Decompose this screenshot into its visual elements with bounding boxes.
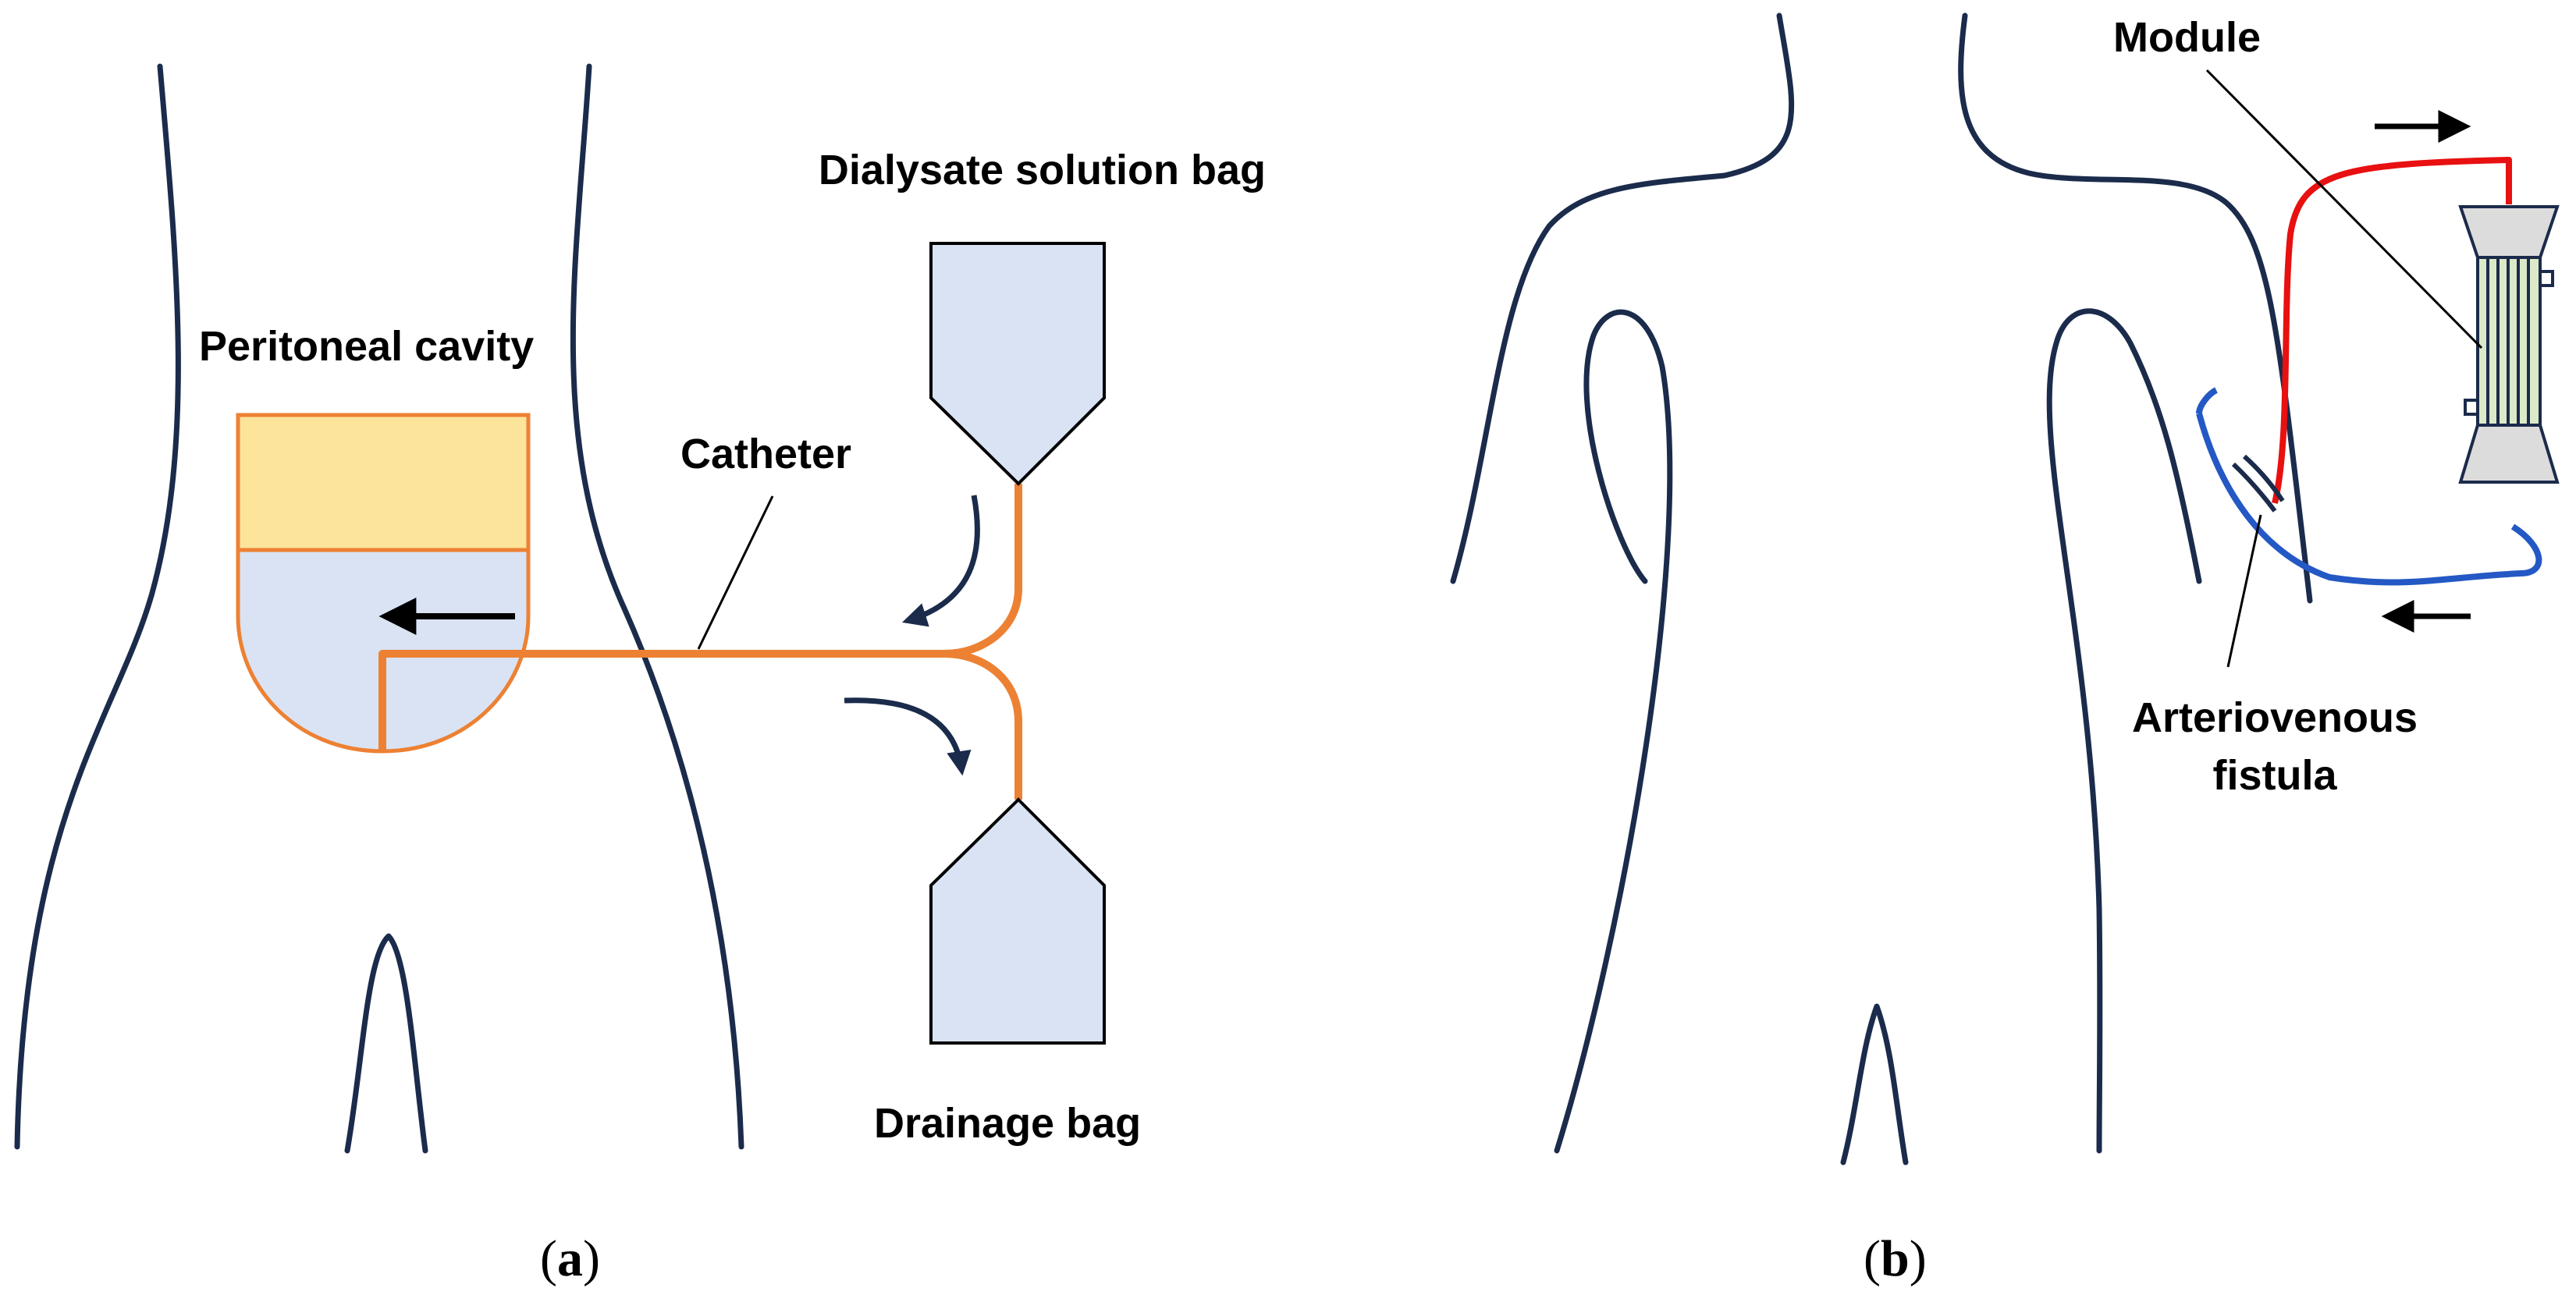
torso-right-side bbox=[570, 63, 744, 1150]
label-fistula-line1: Arteriovenous bbox=[2132, 694, 2418, 741]
neck-left bbox=[1450, 12, 1795, 584]
torso-outline-b bbox=[1450, 12, 2313, 1165]
catheter-leader-line bbox=[697, 495, 774, 650]
label-module: Module bbox=[2113, 14, 2261, 61]
catheter-tube bbox=[378, 484, 1022, 800]
fistula-leader-line bbox=[2226, 514, 2262, 668]
label-dialysate-solution-bag: Dialysate solution bag bbox=[819, 147, 1266, 193]
neck-right bbox=[1958, 12, 2313, 604]
arterial-line bbox=[2272, 157, 2512, 504]
dialysate-layer bbox=[236, 413, 531, 552]
torso-left-side bbox=[14, 63, 181, 1150]
panel-b: Module Arteriovenous fistula (b) bbox=[1450, 12, 2560, 1287]
torso-outline-a bbox=[14, 63, 744, 1154]
module-port-top bbox=[2539, 270, 2554, 287]
right-arm-inner bbox=[2046, 308, 2202, 1154]
module-bottom-cap bbox=[2458, 424, 2560, 484]
label-drainage-bag: Drainage bag bbox=[874, 1100, 1141, 1147]
leg-gap bbox=[344, 933, 428, 1154]
dialysate-solution-bag bbox=[929, 242, 1106, 486]
label-peritoneal-cavity: Peritoneal cavity bbox=[199, 323, 534, 370]
caption-b: (b) bbox=[1864, 1230, 1927, 1287]
left-arm-inner bbox=[1554, 309, 1673, 1154]
module-port-bottom bbox=[2464, 399, 2479, 416]
panel-a: Dialysate solution bag Peritoneal cavity… bbox=[14, 63, 1266, 1287]
arteriovenous-fistula-connector bbox=[2231, 454, 2285, 513]
venous-line-return bbox=[2196, 387, 2219, 414]
fill-flow-arrow bbox=[901, 495, 980, 627]
venous-line bbox=[2196, 412, 2542, 586]
module-leader-line bbox=[2205, 69, 2483, 349]
label-fistula-line2: fistula bbox=[2212, 752, 2337, 799]
dialyzer-module bbox=[2458, 205, 2560, 484]
caption-a: (a) bbox=[540, 1230, 600, 1287]
leg-gap-b bbox=[1840, 1003, 1909, 1165]
module-top-cap bbox=[2458, 205, 2560, 259]
drain-flow-arrow bbox=[844, 697, 972, 776]
drainage-bag bbox=[929, 797, 1106, 1045]
label-catheter: Catheter bbox=[680, 431, 851, 477]
